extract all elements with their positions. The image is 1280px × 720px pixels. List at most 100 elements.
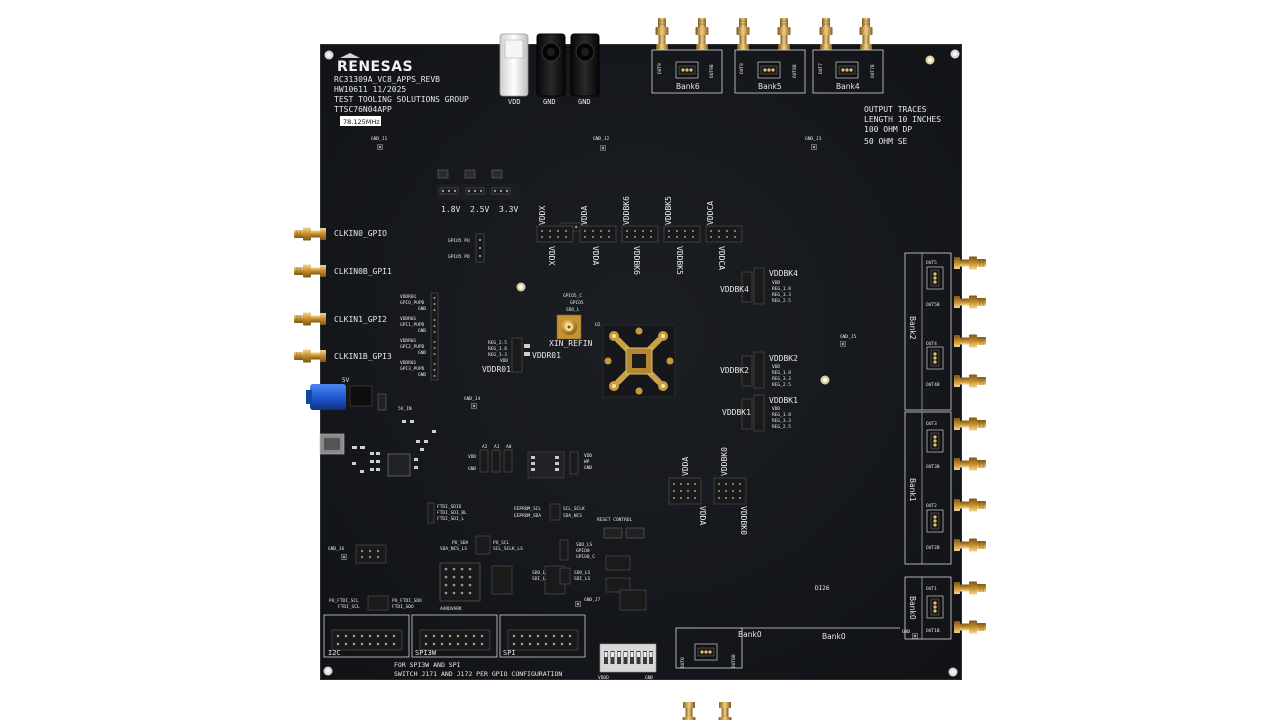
dip-switch[interactable]: VDDD GND <box>598 643 657 681</box>
gnd-test-points: GND_J1 GND_J2 GND_J3 GND_J4 GND_J5 GND_J… <box>328 136 918 639</box>
svg-text:AARDVARK: AARDVARK <box>440 606 462 612</box>
svg-text:REG_3.3: REG_3.3 <box>772 292 791 298</box>
gnd-label-2: GND <box>578 98 591 106</box>
svg-text:WP: WP <box>584 459 590 465</box>
svg-text:GND: GND <box>418 328 426 334</box>
vdd-headers-bottom[interactable]: VDDA VDDBK0 VDDA VDDBK0 <box>668 447 748 535</box>
svg-text:GPIO0_C: GPIO0_C <box>576 554 595 560</box>
output-traces-note: OUTPUT TRACES LENGTH 10 INCHES 100 OHM D… <box>864 105 941 146</box>
ftdi-jumpers[interactable]: FTDI_SDIO FTDI_SDI_BL FTDI_SDI_L PU_SDA … <box>329 502 523 611</box>
svg-text:GND_J5: GND_J5 <box>840 334 857 340</box>
svg-text:VDDR01: VDDR01 <box>400 338 417 344</box>
svg-text:FTDI_SDO: FTDI_SDO <box>392 604 414 610</box>
svg-text:GND_J6: GND_J6 <box>328 546 345 552</box>
di26-label: DI26 <box>815 585 830 592</box>
5v-barrel-jack[interactable] <box>310 384 346 410</box>
svg-text:VDD: VDD <box>772 364 780 370</box>
svg-text:SDI_LS: SDI_LS <box>574 576 591 582</box>
bank6-label: Bank6 <box>676 82 700 91</box>
top-bank-boxes: Bank6 Bank5 Bank4 OUT9 OUT9B OUT8 OUT8B … <box>651 49 884 94</box>
svg-text:VDD: VDD <box>772 280 780 286</box>
svg-text:VDD: VDD <box>500 358 508 364</box>
svg-text:REG_2.5: REG_2.5 <box>772 298 791 304</box>
svg-text:GND: GND <box>418 372 426 378</box>
eeprom-area[interactable]: VDD WP GND VDD GND A2 A1 A0 EEPROM_SCL E… <box>468 444 592 521</box>
svg-text:REG_3.3: REG_3.3 <box>488 352 507 358</box>
svg-text:GPIO5 PD: GPIO5 PD <box>448 254 470 260</box>
right-bank-boxes: Bank2 Bank1 Bank0 OUT5 OUT5B OUT4 OUT4B … <box>904 252 952 640</box>
svg-text:OUT0B: OUT0B <box>731 654 737 668</box>
svg-text:VDDD: VDDD <box>598 675 609 681</box>
svg-text:1.8V: 1.8V <box>441 205 460 214</box>
svg-text:PU_SCL: PU_SCL <box>493 540 510 546</box>
svg-text:FOR SPI3W AND SPI: FOR SPI3W AND SPI <box>394 661 461 669</box>
freq-label: 78.125MHz <box>343 118 380 126</box>
svg-text:CLKIN0B_GPI1: CLKIN0B_GPI1 <box>334 267 392 276</box>
svg-text:OUT0: OUT0 <box>680 657 686 668</box>
power-jacks[interactable]: VDD GND GND <box>499 33 600 106</box>
svg-text:REG_2.5: REG_2.5 <box>772 424 791 430</box>
svg-text:GND: GND <box>902 629 910 635</box>
svg-text:50 OHM SE: 50 OHM SE <box>864 137 908 146</box>
svg-text:100 OHM DP: 100 OHM DP <box>864 125 912 134</box>
svg-text:OUT7: OUT7 <box>818 63 824 74</box>
svg-text:VDDBK0: VDDBK0 <box>739 506 748 535</box>
vdd-headers-top[interactable] <box>536 222 743 243</box>
svg-text:VDDX: VDDX <box>547 246 556 265</box>
xin-refin-connector[interactable]: XIN_REFIN GPIO5_C GPIO5 SDO_L <box>549 293 593 348</box>
svg-text:VDDBK4: VDDBK4 <box>720 285 749 294</box>
svg-text:LENGTH 10 INCHES: LENGTH 10 INCHES <box>864 115 941 124</box>
svg-text:U2: U2 <box>595 322 601 328</box>
svg-text:VDDBK1: VDDBK1 <box>722 408 751 417</box>
voltage-selector[interactable]: 1.8V 2.5V 3.3V <box>436 169 520 214</box>
spi-label: SPI <box>503 649 516 657</box>
svg-text:GPIO5 PU: GPIO5 PU <box>448 238 470 244</box>
svg-text:VDD: VDD <box>584 453 592 459</box>
svg-text:RESET CONTROL: RESET CONTROL <box>597 517 633 523</box>
gpio-pupd-block[interactable]: VDDR01 GPIO_PUPD GND VDDR01 GPI1_PUPD GN… <box>400 292 439 381</box>
vddr01-header[interactable]: REG_2.5 REG_1.8 REG_3.3 VDD VDDR01 VDDR0… <box>482 337 561 374</box>
misc-mid-components: SDO_LS GPIO0 GPIO0_C SDO_L SDI_L SDO_LS … <box>532 539 647 611</box>
aardvark-header[interactable]: AARDVARK <box>439 562 566 612</box>
svg-text:GND_J2: GND_J2 <box>593 136 610 142</box>
bottom-bank0: Bank0 Bank0 OUT0 OUT0B <box>675 627 900 669</box>
ftdi-cluster <box>319 420 436 477</box>
5v-input[interactable]: 5V 5V_IN <box>306 377 412 412</box>
svg-text:2.5V: 2.5V <box>470 205 489 214</box>
svg-text:GPI2_PUPD: GPI2_PUPD <box>400 344 425 350</box>
svg-text:SCL_SCLK: SCL_SCLK <box>563 506 585 512</box>
svg-text:OUT4: OUT4 <box>926 341 937 347</box>
svg-text:SDA_NCS_LS: SDA_NCS_LS <box>440 546 467 552</box>
svg-text:REG_1.8: REG_1.8 <box>488 346 507 352</box>
svg-text:VDDA: VDDA <box>698 506 707 525</box>
svg-text:REG_2.5: REG_2.5 <box>772 382 791 388</box>
vdd-labels-top: VDDX VDDA VDDBK6 VDDBK5 VDDCA VDDX VDDA … <box>538 196 726 275</box>
interface-jumper-field[interactable]: I2C SPI3W SPI <box>323 614 586 658</box>
svg-text:SDO_LS: SDO_LS <box>576 542 593 548</box>
svg-text:GND_J1: GND_J1 <box>371 136 388 142</box>
gpio5-jumpers[interactable]: GPIO5 PU GPIO5 PD <box>448 233 485 263</box>
svg-text:VDDA: VDDA <box>580 206 589 225</box>
svg-text:Bank0: Bank0 <box>908 596 917 620</box>
svg-text:Bank2: Bank2 <box>908 316 917 340</box>
svg-text:FTDI_SDIO: FTDI_SDIO <box>437 504 462 510</box>
svg-text:OUT1: OUT1 <box>926 586 937 592</box>
svg-text:5V_IN: 5V_IN <box>398 406 412 412</box>
svg-text:VDDCA: VDDCA <box>706 201 715 225</box>
svg-text:SCL_SCLK_LS: SCL_SCLK_LS <box>493 546 523 552</box>
svg-text:A0: A0 <box>506 444 512 450</box>
svg-text:REG_3.3: REG_3.3 <box>772 418 791 424</box>
svg-text:VDDA: VDDA <box>681 457 690 476</box>
vdd-label: VDD <box>508 98 521 106</box>
svg-text:GPIO0: GPIO0 <box>576 548 590 554</box>
svg-text:GND: GND <box>645 675 653 681</box>
svg-text:3.3V: 3.3V <box>499 205 518 214</box>
bottom-sma-connectors[interactable] <box>682 701 732 720</box>
svg-text:XIN_REFIN: XIN_REFIN <box>549 339 593 348</box>
reset-control[interactable]: RESET CONTROL <box>597 517 645 539</box>
svg-text:VDDR01: VDDR01 <box>400 360 417 366</box>
svg-text:A1: A1 <box>494 444 500 450</box>
svg-text:OUT7B: OUT7B <box>870 64 876 78</box>
svg-text:FTDI_SCL: FTDI_SCL <box>338 604 360 610</box>
vddbk-right-headers[interactable]: VDDBK4 VDDBK2 VDDBK1 VDDBK4 VDDBK2 VDDBK… <box>720 267 798 432</box>
